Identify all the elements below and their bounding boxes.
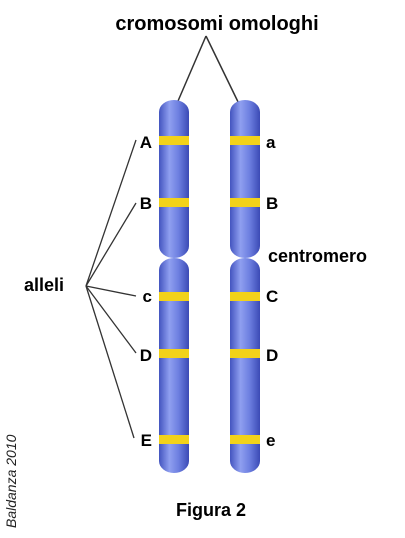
right-allele-1: a	[266, 133, 276, 152]
right-band-1	[230, 136, 260, 145]
left-band-2	[159, 198, 189, 207]
figure-caption: Figura 2	[176, 500, 246, 520]
left-allele-1: A	[140, 133, 152, 152]
alleles-connector-1	[85, 139, 137, 287]
right-band-2	[230, 198, 260, 207]
right-band-4	[230, 349, 260, 358]
left-allele-4: D	[140, 346, 152, 365]
title-connector-left	[174, 35, 207, 109]
left-chromosome-lower-arm	[159, 258, 189, 473]
left-chromosome	[159, 100, 189, 473]
right-band-5	[230, 435, 260, 444]
title-connector-right	[205, 35, 242, 109]
left-band-4	[159, 349, 189, 358]
right-allele-2: B	[266, 194, 278, 213]
alleles-connector-2	[85, 202, 137, 287]
diagram-title: cromosomi omologhi	[115, 13, 318, 35]
right-chromosome-upper-arm	[230, 100, 260, 258]
centromere-label: centromero	[268, 246, 367, 266]
right-allele-3: C	[266, 287, 278, 306]
right-chromosome-lower-arm	[230, 258, 260, 473]
alleles-connector-3	[85, 285, 137, 297]
left-band-1	[159, 136, 189, 145]
right-allele-5: e	[266, 431, 275, 450]
alleles-connector-4	[85, 285, 137, 354]
left-chromosome-upper-arm	[159, 100, 189, 258]
left-band-5	[159, 435, 189, 444]
right-allele-4: D	[266, 346, 278, 365]
alleles-connectors	[85, 139, 137, 439]
left-allele-2: B	[140, 194, 152, 213]
credit-text: Baldanza 2010	[3, 434, 19, 528]
right-band-3	[230, 292, 260, 301]
left-allele-3: c	[143, 287, 152, 306]
alleles-connector-5	[85, 285, 135, 439]
alleles-label: alleli	[24, 275, 64, 295]
right-chromosome	[230, 100, 260, 473]
left-band-3	[159, 292, 189, 301]
left-allele-5: E	[141, 431, 152, 450]
